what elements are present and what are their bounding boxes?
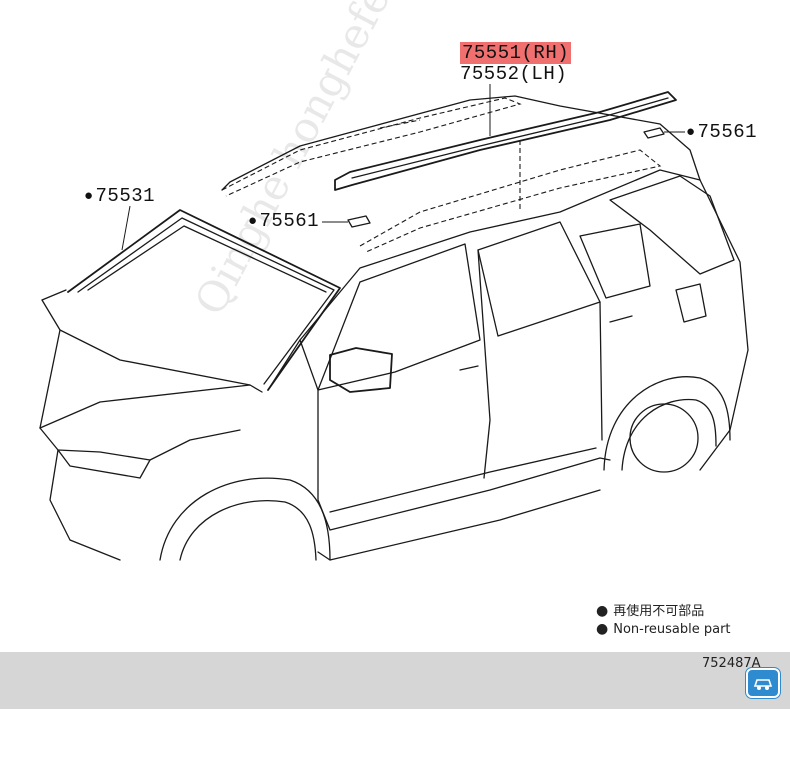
vehicle-body — [39, 95, 749, 561]
legend-text-cn: 再使用不可部品 — [613, 604, 705, 619]
legend-text-en: Non-reusable part — [613, 622, 731, 637]
legend-row-cn: ● 再使用不可部品 — [596, 600, 704, 619]
leader-lines — [121, 84, 685, 251]
bottom-band — [0, 652, 790, 709]
app-badge-icon[interactable] — [746, 668, 780, 698]
callout-75531[interactable]: 75531 — [84, 185, 155, 207]
legend-row-en: ● Non-reusable part — [596, 621, 731, 637]
callout-75551-rh[interactable]: 75551(RH) — [460, 42, 572, 64]
bullet-icon: ● — [596, 603, 609, 619]
car-icon — [753, 679, 773, 690]
callout-75561-front[interactable]: 75561 — [248, 210, 319, 232]
callout-75561-rear[interactable]: 75561 — [686, 121, 757, 143]
roof-rail-drawing — [334, 91, 677, 191]
diagram-ref-code: 752487A — [702, 656, 761, 671]
bullet-icon: ● — [596, 621, 609, 637]
callout-75552-lh[interactable]: 75552(LH) — [460, 63, 568, 85]
callout-highlight: 75551(RH) — [460, 42, 572, 64]
clip-front-drawing — [347, 215, 371, 228]
clip-rear-drawing — [643, 127, 665, 139]
